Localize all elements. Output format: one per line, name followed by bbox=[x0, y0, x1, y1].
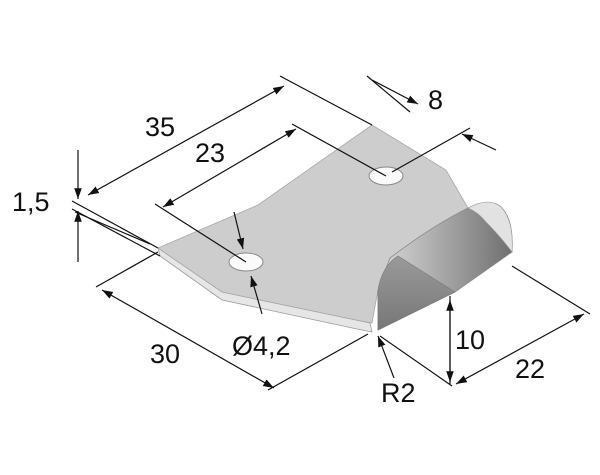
label-depth: 22 bbox=[515, 354, 545, 384]
label-width: 30 bbox=[150, 339, 180, 369]
dimension-slot-width: 8 bbox=[366, 75, 497, 173]
label-hole-diameter: Ø4,2 bbox=[232, 331, 291, 361]
label-height: 10 bbox=[455, 325, 485, 355]
dimension-width: 30 bbox=[95, 251, 369, 391]
dimension-bend-radius: R2 bbox=[377, 335, 453, 408]
flange-outer-face bbox=[377, 255, 456, 331]
dimension-thickness: 1,5 bbox=[12, 150, 161, 262]
label-thickness: 1,5 bbox=[12, 187, 50, 217]
label-bend-radius: R2 bbox=[381, 378, 416, 408]
label-hole-spacing: 23 bbox=[195, 138, 225, 168]
dimension-hole-spacing: 23 bbox=[154, 123, 387, 263]
label-slot-width: 8 bbox=[428, 85, 443, 115]
bracket-part bbox=[157, 124, 513, 333]
dimension-depth: 22 bbox=[455, 265, 591, 385]
flange-lip bbox=[467, 201, 513, 253]
label-overall-length: 35 bbox=[145, 112, 175, 142]
dimension-hole-diameter: Ø4,2 bbox=[232, 211, 291, 361]
